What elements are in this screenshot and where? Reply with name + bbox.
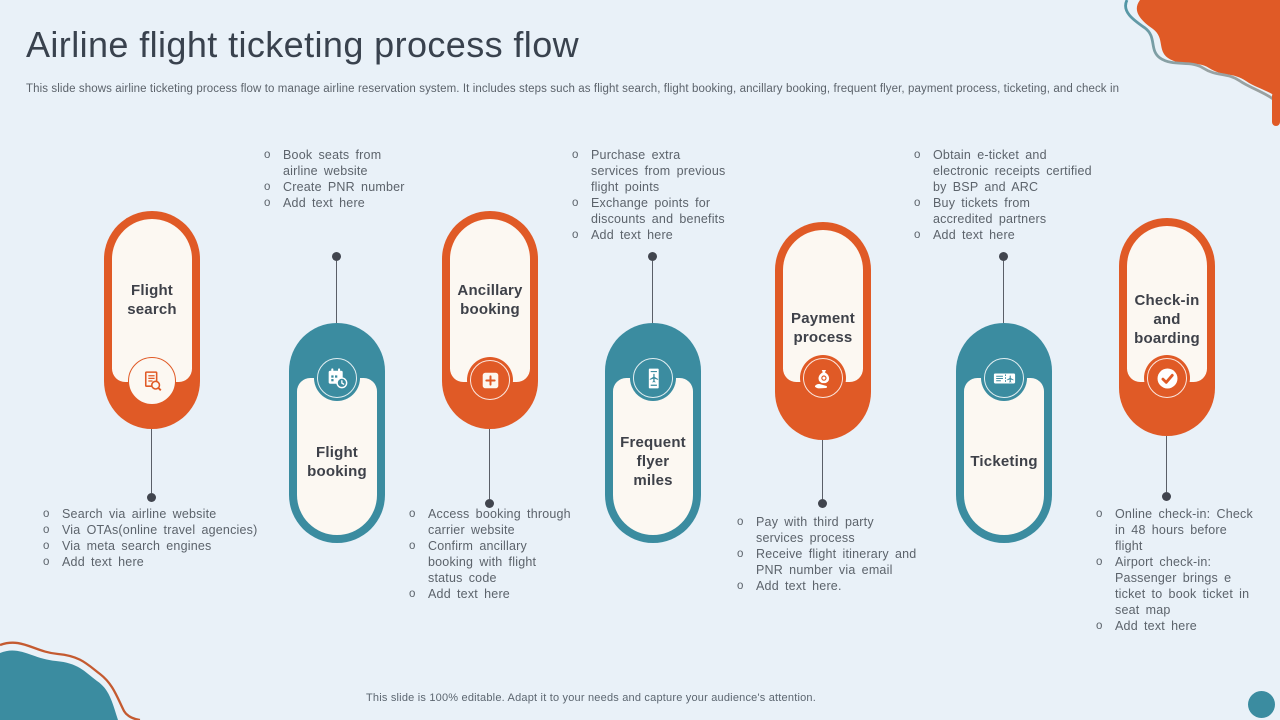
step-label: Check-in and boarding [1134,291,1200,347]
step-label: Flight booking [307,443,367,480]
bullet-item: Via meta search engines [40,538,332,554]
connector-line [489,429,491,499]
step-label: Ancillary booking [457,282,523,318]
bullet-item: Exchange points for discounts and benefi… [569,195,731,227]
money-hand-icon [800,355,846,401]
step-label: Flight search [127,282,177,318]
step-capsule-ticketing: Ticketing [956,323,1052,543]
step-capsule-ancillary-booking: Ancillary booking [442,211,538,429]
corner-blob-top-right-icon [1124,0,1280,126]
step-label: Frequent flyer miles [620,434,686,489]
step-capsule-frequent-flyer-miles: Frequent flyer miles [605,323,701,543]
calendar-clock-icon [314,355,360,401]
capsule-inner [450,219,530,382]
step-capsule-payment-process: Payment process [775,222,871,440]
bullet-item: Add text here [1093,618,1253,634]
capsule-inner [964,378,1044,535]
bullet-item: Add text here [261,195,413,211]
connector-line [822,440,824,499]
connector-dot [648,252,657,261]
step-capsule-flight-booking: Flight booking [289,323,385,543]
connector-dot [818,499,827,508]
connector-line [1166,436,1168,492]
ticket-plane-icon [981,355,1027,401]
connector-line [336,261,338,323]
bullet-item: Pay with third party services process [734,514,918,546]
corner-dot-bottom-right-icon [1248,691,1275,718]
step-label: Payment process [791,310,855,346]
page-subtitle: This slide shows airline ticketing proce… [26,83,1120,95]
connector-line [652,261,654,323]
capsule-inner [613,378,693,535]
bullet-item: Add text here. [734,578,918,594]
check-circle-icon [1144,355,1190,401]
bullet-item: Add text here [406,586,574,602]
connector-dot [332,252,341,261]
bullet-item: Add text here [911,227,1093,243]
bullet-item: Obtain e-ticket and electronic receipts … [911,147,1093,195]
bullet-item: Access booking through carrier website [406,506,574,538]
connector-dot [1162,492,1171,501]
footer-note: This slide is 100% editable. Adapt it to… [366,692,816,704]
connector-line [1003,261,1005,323]
step-capsule-check-in-and-boarding: Check-in and boarding [1119,218,1215,436]
boarding-pass-icon [630,355,676,401]
connector-line [151,429,153,493]
connector-dot [147,493,156,502]
bullet-item: Receive flight itinerary and PNR number … [734,546,918,578]
bullet-list-frequent-flyer-miles: Purchase extra services from previous fl… [569,147,731,243]
bullet-item: Airport check-in: Passenger brings e tic… [1093,554,1253,618]
corner-blob-bottom-left-icon [0,641,141,720]
capsule-inner [112,219,192,382]
bullet-item: Buy tickets from accredited partners [911,195,1093,227]
connector-dot [485,499,494,508]
document-search-icon [128,357,176,405]
bullet-item: Search via airline website [40,506,332,522]
bullet-item: Add text here [40,554,332,570]
bullet-item: Purchase extra services from previous fl… [569,147,731,195]
page-title: Airline flight ticketing process flow [26,24,580,65]
capsule-inner [297,378,377,535]
bullet-item: Add text here [569,227,731,243]
connector-dot [999,252,1008,261]
bullet-item: Book seats from airline website [261,147,413,179]
bullet-list-payment-process: Pay with third party services process Re… [734,514,918,594]
bullet-item: Online check-in: Check in 48 hours befor… [1093,506,1253,554]
bullet-list-flight-booking: Book seats from airline website Create P… [261,147,413,211]
step-label: Ticketing [970,453,1038,470]
bullet-list-ticketing: Obtain e-ticket and electronic receipts … [911,147,1093,243]
bullet-list-check-in-and-boarding: Online check-in: Check in 48 hours befor… [1093,506,1253,634]
plus-square-icon [467,357,513,403]
bullet-list-flight-search: Search via airline website Via OTAs(onli… [40,506,332,570]
bullet-item: Via OTAs(online travel agencies) [40,522,332,538]
step-capsule-flight-search: Flight search [104,211,200,429]
bullet-item: Confirm ancillary booking with flight st… [406,538,574,586]
bullet-item: Create PNR number [261,179,413,195]
bullet-list-ancillary-booking: Access booking through carrier website C… [406,506,574,602]
